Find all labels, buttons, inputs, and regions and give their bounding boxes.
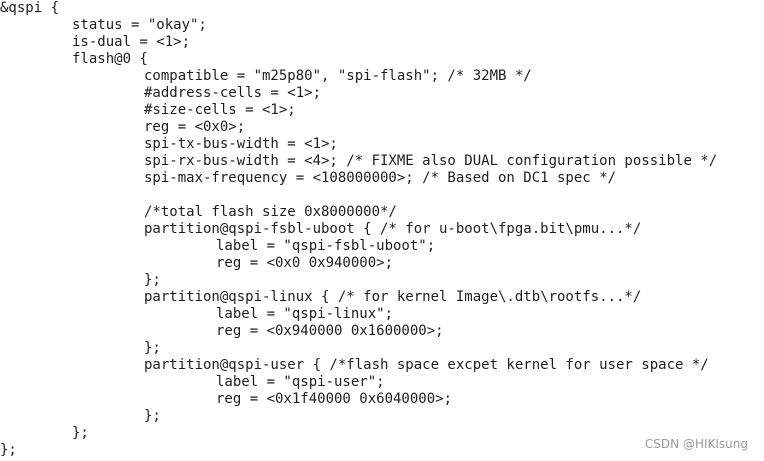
- csdn-watermark: CSDN @HIKIsung: [644, 437, 748, 451]
- code-line-reg-user: reg = <0x1f40000 0x6040000>;: [216, 391, 453, 407]
- code-line-partition-fsbl-uboot: partition@qspi-fsbl-uboot { /* for u-boo…: [144, 221, 642, 237]
- code-line-label-user: label = "qspi-user";: [216, 374, 385, 390]
- code-line-reg: reg = <0x0>;: [144, 119, 246, 135]
- code-line-address-cells: #address-cells = <1>;: [144, 85, 322, 101]
- code-line-label-fsbl-uboot: label = "qspi-fsbl-uboot";: [216, 238, 436, 254]
- code-line-size-cells: #size-cells = <1>;: [144, 102, 296, 118]
- code-line-partition-user-close: };: [144, 408, 161, 424]
- code-line-total-flash-comment: /*total flash size 0x8000000*/: [144, 204, 397, 220]
- code-line-status: status = "okay";: [72, 17, 207, 33]
- code-line-partition-user: partition@qspi-user { /*flash space excp…: [144, 357, 709, 373]
- code-line-partition-linux-close: };: [144, 340, 161, 356]
- code-line-qspi-close: };: [0, 442, 17, 458]
- code-line-is-dual: is-dual = <1>;: [72, 34, 191, 50]
- code-line-reg-linux: reg = <0x940000 0x1600000>;: [216, 323, 444, 339]
- code-line-label-linux: label = "qspi-linux";: [216, 306, 394, 322]
- code-line-flash-open: flash@0 {: [72, 51, 148, 67]
- code-line-partition-linux: partition@qspi-linux { /* for kernel Ima…: [144, 289, 642, 305]
- code-line-reg-fsbl-uboot: reg = <0x0 0x940000>;: [216, 255, 394, 271]
- code-line-qspi-open: &qspi {: [0, 0, 60, 16]
- code-line-spi-rx-bus-width: spi-rx-bus-width = <4>; /* FIXME also DU…: [144, 153, 718, 169]
- code-line-flash-close: };: [72, 425, 89, 441]
- code-line-partition-fsbl-uboot-close: };: [144, 272, 161, 288]
- code-line-spi-tx-bus-width: spi-tx-bus-width = <1>;: [144, 136, 338, 152]
- code-line-compatible: compatible = "m25p80", "spi-flash"; /* 3…: [144, 68, 532, 84]
- code-line-spi-max-frequency: spi-max-frequency = <108000000>; /* Base…: [144, 170, 617, 186]
